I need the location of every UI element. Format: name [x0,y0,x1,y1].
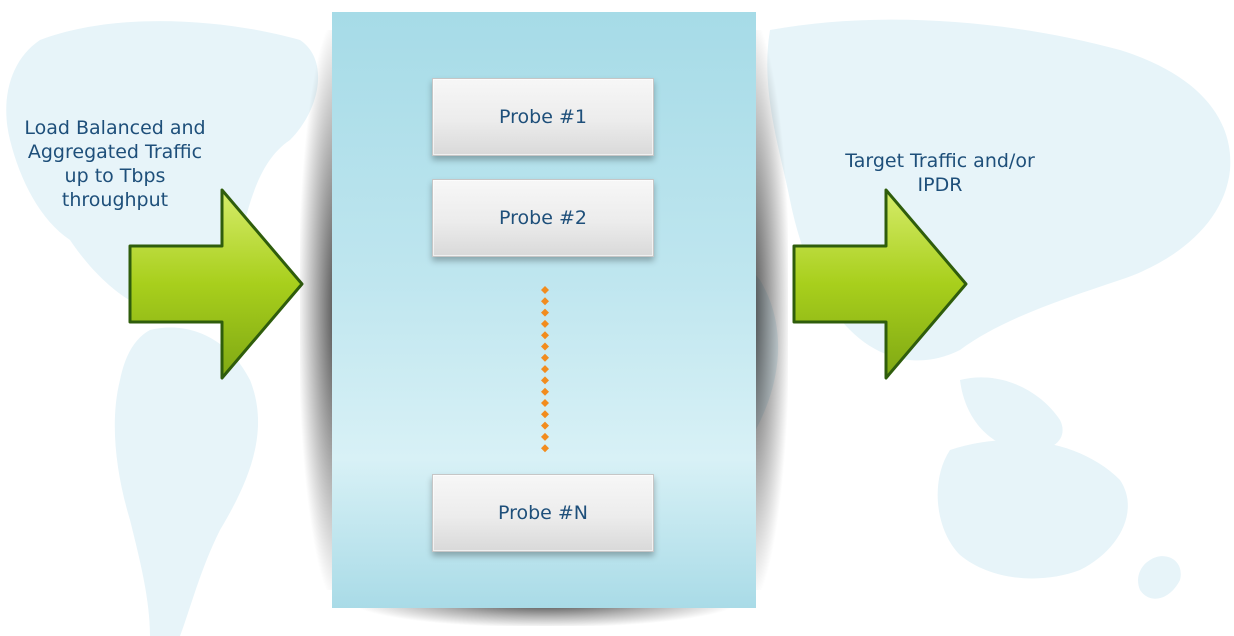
map-new-zealand [1138,556,1181,599]
ellipsis-dot [541,421,549,430]
input-arrow-icon [128,188,304,380]
ellipsis-dot [541,308,549,317]
ellipsis-dot [541,365,549,374]
ellipsis-dots-icon [541,286,549,453]
ellipsis-dot [541,410,549,419]
ellipsis-dot [541,432,549,441]
output-arrow-icon [792,188,968,380]
map-south-america [114,327,259,636]
ellipsis-dot [541,399,549,407]
probe-label-n: Probe #N [497,502,589,524]
ellipsis-dot [541,353,549,362]
ellipsis-dot [541,297,549,306]
map-australia [937,440,1128,579]
probe-box-2: Probe #2 [432,179,654,257]
probe-box-n: Probe #N [432,474,654,552]
ellipsis-dot [541,444,549,453]
ellipsis-dot [541,319,549,328]
output-traffic-label: Target Traffic and/or IPDR [845,150,1035,196]
ellipsis-dot [541,342,549,351]
ellipsis-dot [541,376,549,385]
ellipsis-dot [541,286,549,294]
ellipsis-dot [541,331,549,340]
probe-label-2: Probe #2 [499,207,587,229]
probe-box-1: Probe #1 [432,78,654,156]
probe-label-1: Probe #1 [499,106,587,128]
map-southeast-asia [960,377,1063,451]
input-traffic-label: Load Balanced and Aggregated Traffic up … [24,117,206,211]
probe-cluster-panel: Probe #1 Probe #2 Probe #N [332,12,756,608]
ellipsis-dot [541,387,549,396]
